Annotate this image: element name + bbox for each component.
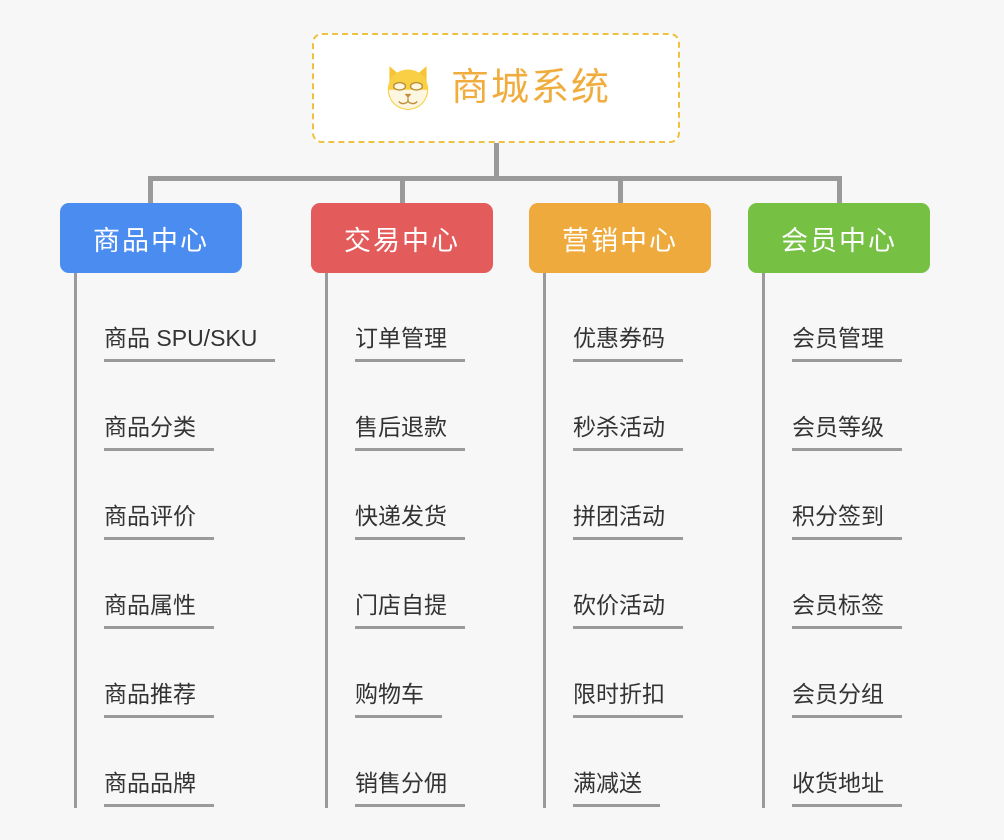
list-item[interactable]: 限时折扣 [543, 629, 683, 718]
leaf-label: 订单管理 [355, 327, 465, 362]
list-item[interactable]: 砍价活动 [543, 540, 683, 629]
list-item[interactable]: 积分签到 [762, 451, 902, 540]
list-item[interactable]: 会员标签 [762, 540, 902, 629]
connector-root-stem [494, 143, 499, 178]
leaf-label: 砍价活动 [573, 594, 683, 629]
list-item[interactable]: 售后退款 [325, 362, 465, 451]
leaf-label: 商品 SPU/SKU [104, 327, 276, 362]
category-header-marketing-center[interactable]: 营销中心 [529, 203, 711, 273]
shiba-dog-icon [381, 61, 435, 115]
leaf-label: 售后退款 [355, 416, 465, 451]
leaf-list: 优惠券码 秒杀活动 拼团活动 砍价活动 限时折扣 满减送 [543, 273, 683, 807]
list-item[interactable]: 购物车 [325, 629, 465, 718]
column-marketing-center: 营销中心 优惠券码 秒杀活动 拼团活动 砍价活动 限时折扣 满减送 [529, 203, 719, 808]
leaf-label: 商品推荐 [104, 683, 214, 718]
column-trade-center: 交易中心 订单管理 售后退款 快递发货 门店自提 购物车 销售分佣 [311, 203, 501, 808]
connector-bus [148, 176, 842, 181]
column-trunk [325, 273, 328, 808]
list-item[interactable]: 门店自提 [325, 540, 465, 629]
list-item[interactable]: 拼团活动 [543, 451, 683, 540]
leaf-label: 优惠券码 [573, 327, 683, 362]
leaf-label: 销售分佣 [355, 772, 465, 807]
leaf-label: 会员分组 [792, 683, 902, 718]
list-item[interactable]: 会员等级 [762, 362, 902, 451]
list-item[interactable]: 会员管理 [762, 273, 902, 362]
column-product-center: 商品中心 商品 SPU/SKU 商品分类 商品评价 商品属性 商品推荐 商品品牌 [60, 203, 276, 808]
list-item[interactable]: 订单管理 [325, 273, 465, 362]
category-header-product-center[interactable]: 商品中心 [60, 203, 242, 273]
connector-drop-3 [618, 176, 623, 205]
leaf-label: 商品属性 [104, 594, 214, 629]
leaf-label: 会员管理 [792, 327, 902, 362]
leaf-label: 商品品牌 [104, 772, 214, 807]
leaf-list: 商品 SPU/SKU 商品分类 商品评价 商品属性 商品推荐 商品品牌 [74, 273, 276, 807]
list-item[interactable]: 优惠券码 [543, 273, 683, 362]
leaf-label: 商品评价 [104, 505, 214, 540]
list-item[interactable]: 满减送 [543, 718, 683, 807]
list-item[interactable]: 商品 SPU/SKU [74, 273, 276, 362]
leaf-label: 收货地址 [792, 772, 902, 807]
list-item[interactable]: 商品分类 [74, 362, 275, 451]
connector-drop-1 [148, 176, 153, 205]
connector-drop-2 [400, 176, 405, 205]
category-header-trade-center[interactable]: 交易中心 [311, 203, 493, 273]
leaf-label: 秒杀活动 [573, 416, 683, 451]
leaf-list: 会员管理 会员等级 积分签到 会员标签 会员分组 收货地址 [762, 273, 902, 807]
leaf-label: 满减送 [573, 772, 660, 807]
leaf-label: 快递发货 [355, 505, 465, 540]
root-title: 商城系统 [450, 67, 611, 109]
column-trunk [74, 273, 77, 808]
leaf-label: 会员标签 [792, 594, 902, 629]
list-item[interactable]: 收货地址 [762, 718, 902, 807]
category-header-member-center[interactable]: 会员中心 [748, 203, 930, 273]
root-node[interactable]: 商城系统 [312, 33, 680, 143]
list-item[interactable]: 商品属性 [74, 540, 275, 629]
list-item[interactable]: 秒杀活动 [543, 362, 683, 451]
list-item[interactable]: 商品品牌 [74, 718, 275, 807]
list-item[interactable]: 销售分佣 [325, 718, 465, 807]
list-item[interactable]: 会员分组 [762, 629, 902, 718]
leaf-label: 积分签到 [792, 505, 902, 540]
list-item[interactable]: 快递发货 [325, 451, 465, 540]
leaf-label: 商品分类 [104, 416, 214, 451]
leaf-list: 订单管理 售后退款 快递发货 门店自提 购物车 销售分佣 [325, 273, 465, 807]
column-trunk [543, 273, 546, 808]
leaf-label: 限时折扣 [573, 683, 683, 718]
connector-drop-4 [837, 176, 842, 205]
leaf-label: 门店自提 [355, 594, 465, 629]
column-member-center: 会员中心 会员管理 会员等级 积分签到 会员标签 会员分组 收货地址 [748, 203, 938, 808]
column-trunk [762, 273, 765, 808]
list-item[interactable]: 商品评价 [74, 451, 275, 540]
leaf-label: 会员等级 [792, 416, 902, 451]
list-item[interactable]: 商品推荐 [74, 629, 275, 718]
leaf-label: 购物车 [355, 683, 442, 718]
leaf-label: 拼团活动 [573, 505, 683, 540]
